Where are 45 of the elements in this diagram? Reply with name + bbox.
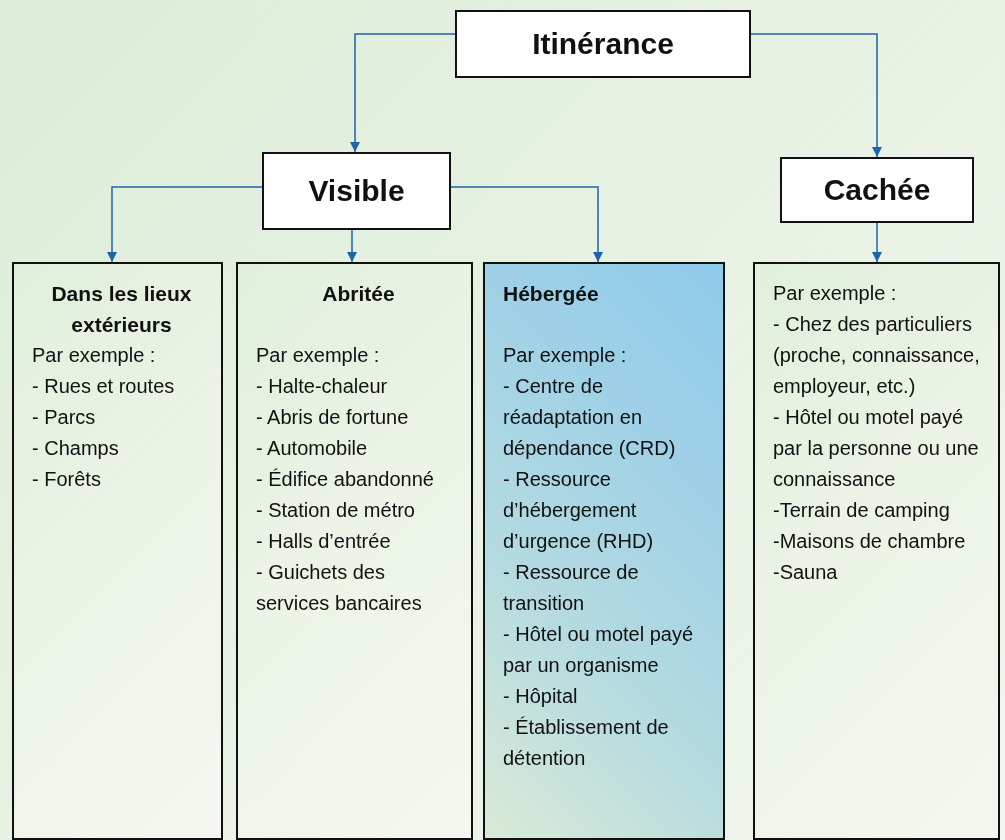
example-column <box>236 262 473 840</box>
category-title: Visible <box>307 173 406 209</box>
arrow <box>750 33 882 158</box>
column-heading: Abritée <box>321 281 396 307</box>
column-heading: Dans les lieux extérieurs <box>50 281 193 338</box>
list-item: - Parcs <box>32 405 97 430</box>
category-box <box>780 157 974 223</box>
list-item: - Chez des particuliers (proche, connaissance, employeur, etc.) <box>773 312 981 399</box>
category-title: Itinérance <box>531 26 675 62</box>
list-item: - Halte-chaleur <box>256 374 389 399</box>
intro-text: Par exemple : <box>256 343 381 368</box>
list-item: - Station de métro <box>256 498 416 523</box>
list-item: - Forêts <box>32 467 102 492</box>
arrow <box>350 33 456 153</box>
list-item: - Établissement de détention <box>503 715 670 771</box>
list-item: - Abris de fortune <box>256 405 410 430</box>
arrow <box>347 229 357 263</box>
list-item: - Édifice abandonné <box>256 467 435 492</box>
intro-text: Par exemple : <box>503 343 628 368</box>
list-item: - Halls d’entrée <box>256 529 392 554</box>
list-item: -Terrain de camping <box>773 498 951 523</box>
list-item: - Guichets des services bancaires <box>256 560 423 616</box>
example-column <box>12 262 223 840</box>
arrow <box>450 186 603 263</box>
list-item: - Champs <box>32 436 120 461</box>
list-item: - Hôtel ou motel payé par la personne ou une connaissance <box>773 405 980 492</box>
list-item: -Sauna <box>773 560 839 585</box>
list-item: - Rues et routes <box>32 374 176 399</box>
arrow <box>107 186 263 263</box>
example-column <box>753 262 1000 840</box>
highlighted-example-column <box>483 262 725 840</box>
intro-text: Par exemple : <box>32 343 157 368</box>
list-item: -Maisons de chambre <box>773 529 967 554</box>
root-box <box>455 10 751 78</box>
list-item: - Centre de réadaptation en dépendance (CRD) <box>503 374 677 461</box>
list-item: - Ressource d’hébergement d’urgence (RHD) <box>503 467 655 554</box>
list-item: - Hôpital <box>503 684 579 709</box>
column-heading: Hébergée <box>503 281 600 307</box>
list-item: - Hôtel ou motel payé par un organisme <box>503 622 695 678</box>
list-item: - Ressource de transition <box>503 560 640 616</box>
arrow <box>872 222 882 263</box>
category-box <box>262 152 451 230</box>
list-item: - Automobile <box>256 436 369 461</box>
intro-text: Par exemple : <box>773 281 898 306</box>
category-title: Cachée <box>822 172 932 208</box>
